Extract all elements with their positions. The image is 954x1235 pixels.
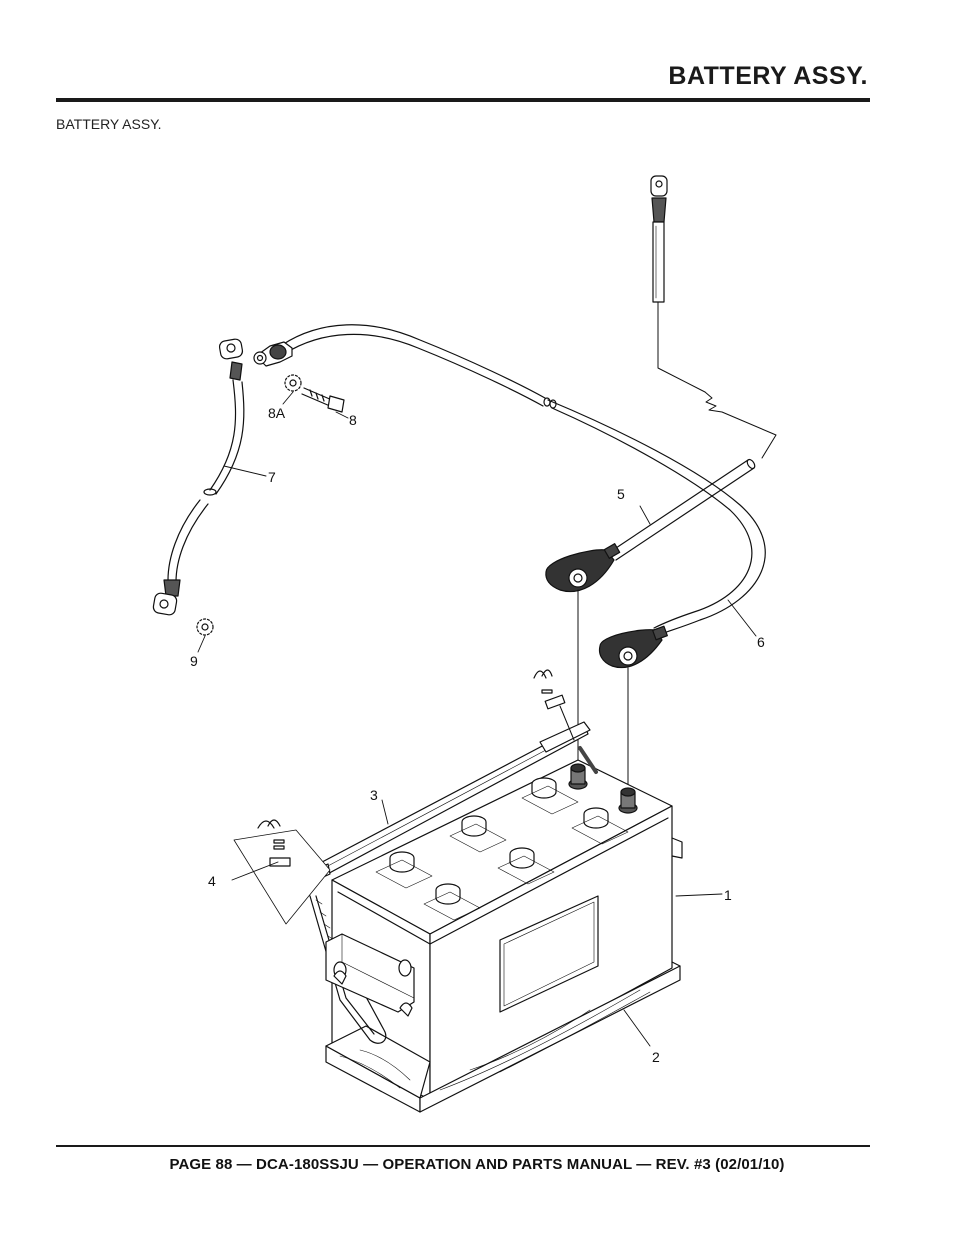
callout-7: 7	[268, 469, 276, 485]
callout-4: 4	[208, 873, 216, 889]
callout-8a: 8A	[268, 405, 286, 421]
callout-1: 1	[724, 887, 732, 903]
page-title: BATTERY ASSY.	[668, 62, 868, 90]
battery-tray-2	[325, 961, 681, 1113]
leader-lines	[197, 391, 757, 1047]
wing-nut-hardware	[533, 669, 575, 741]
callout-2: 2	[652, 1049, 660, 1065]
callout-6: 6	[757, 634, 765, 650]
washer-8a	[284, 374, 302, 392]
callout-8: 8	[349, 412, 357, 428]
callout-3: 3	[370, 787, 378, 803]
ground-cable-7	[152, 338, 245, 616]
callout-5: 5	[617, 486, 625, 502]
top-cable-lead	[650, 175, 777, 459]
callout-9: 9	[190, 653, 198, 669]
footer-divider	[56, 1145, 870, 1147]
washer-9	[196, 618, 214, 636]
battery-cable-6	[253, 324, 766, 795]
hold-down-rod-4	[233, 819, 415, 1044]
battery-body	[331, 746, 683, 1101]
page-footer: PAGE 88 — DCA-180SSJU — OPERATION AND PA…	[169, 1156, 785, 1173]
header-divider	[56, 98, 870, 102]
positive-terminal-post	[568, 763, 588, 790]
figure-caption: BATTERY ASSY.	[56, 116, 162, 132]
negative-terminal-post	[618, 787, 638, 814]
bolt-8	[301, 387, 345, 413]
